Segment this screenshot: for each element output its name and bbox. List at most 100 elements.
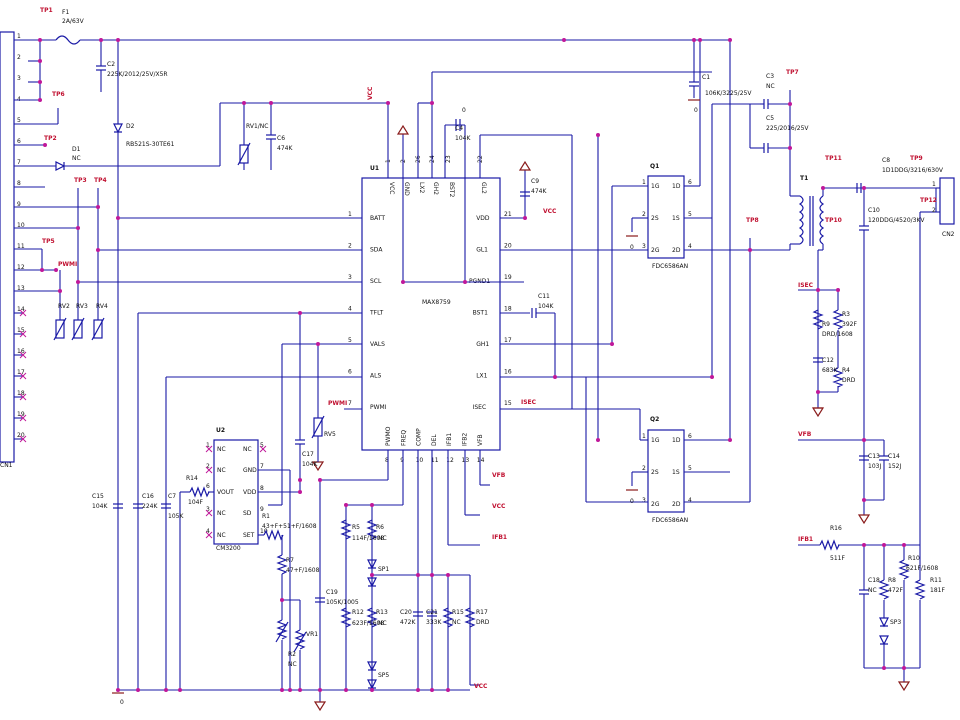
svg-text:RV2: RV2 — [58, 303, 70, 310]
svg-text:623F/1608: 623F/1608 — [352, 620, 384, 627]
junction-dot — [710, 375, 714, 379]
svg-text:TP10: TP10 — [825, 217, 842, 224]
mosfet-right-pin-number: 6 — [688, 433, 692, 440]
mosfet-left-pin-name: 1G — [651, 183, 660, 190]
u2-right-pin-name: VDD — [243, 489, 257, 496]
u1-bottom-pin-number: 14 — [477, 457, 485, 464]
junction-dot — [116, 216, 120, 220]
u1-right-pin-name: LX1 — [476, 373, 487, 380]
svg-text:NC: NC — [288, 661, 297, 668]
u1-right-wires — [402, 103, 760, 410]
u2-mid-pin-name: VOUT — [217, 489, 234, 496]
u1-right-pin-number: 19 — [504, 274, 512, 281]
mosfet-right-pin-name: 1S — [672, 469, 680, 476]
mosfet-left-pin-name: 2S — [651, 215, 659, 222]
u2-left-pin-name: NC — [217, 467, 226, 474]
mosfet-left-pin-number: 2 — [642, 211, 646, 218]
svg-text:R8: R8 — [888, 577, 896, 584]
svg-text:R3: R3 — [842, 311, 850, 318]
junction-dot — [882, 666, 886, 670]
junction-dot — [553, 375, 557, 379]
svg-text:NC: NC — [452, 619, 461, 626]
junction-dot — [430, 101, 434, 105]
svg-text:C9: C9 — [531, 178, 539, 185]
junction-dot — [370, 688, 374, 692]
u1-top-pin-name: BST2 — [448, 182, 455, 197]
junction-dot — [344, 503, 348, 507]
svg-text:RB521S-30TE61: RB521S-30TE61 — [126, 141, 175, 148]
isec-network — [798, 289, 844, 393]
svg-text:R2: R2 — [288, 651, 296, 658]
cn1-pin-number: 16 — [17, 348, 25, 355]
capacitors-c8-c10 — [856, 183, 940, 545]
mosfet-left-pin-name: 1G — [651, 437, 660, 444]
u1-right-pin-number: 18 — [504, 306, 512, 313]
mosfet-right-pin-name: 1D — [672, 183, 681, 190]
svg-text:114F/1608: 114F/1608 — [352, 535, 384, 542]
svg-text:C2: C2 — [107, 61, 115, 68]
u1-top-pin-number: 1 — [385, 159, 392, 163]
mosfet-left-pin-name: 2G — [651, 501, 660, 508]
u1-top-pin-number: 23 — [445, 155, 452, 163]
no-connect-mark — [19, 435, 27, 443]
svg-text:Q1: Q1 — [650, 163, 659, 170]
no-connect-mark — [19, 372, 27, 380]
capacitor-c2 — [96, 40, 106, 92]
vfb-network — [798, 439, 889, 501]
svg-text:C10: C10 — [868, 207, 880, 214]
no-connect-mark — [19, 351, 27, 359]
svg-text:472K: 472K — [400, 619, 416, 626]
svg-text:MAX8759: MAX8759 — [422, 299, 451, 306]
junction-dot — [816, 390, 820, 394]
svg-text:43+F+51+F/1608: 43+F+51+F/1608 — [262, 523, 317, 530]
svg-text:120DDG/4520/3KV: 120DDG/4520/3KV — [868, 217, 925, 224]
svg-text:CM3200: CM3200 — [216, 545, 241, 552]
mosfet-right-pin-name: 1S — [672, 215, 680, 222]
junction-dot — [40, 268, 44, 272]
junction-dot — [788, 102, 792, 106]
mosfet-right-pin-name: 1D — [672, 437, 681, 444]
junction-dot — [178, 688, 182, 692]
cn1-pin-number: 9 — [17, 201, 21, 208]
svg-text:104K: 104K — [302, 461, 318, 468]
junction-dot — [269, 101, 273, 105]
svg-text:ISEC: ISEC — [521, 399, 537, 406]
svg-text:0: 0 — [630, 244, 634, 251]
mosfet-left-pin-number: 1 — [642, 179, 646, 186]
junction-dot — [96, 248, 100, 252]
u1-bottom-pin-number: 10 — [416, 457, 424, 464]
junction-dot — [446, 573, 450, 577]
u1-top-pin-name: GND — [403, 182, 410, 196]
cn1-pin-number: 19 — [17, 411, 25, 418]
junction-dot — [280, 598, 284, 602]
svg-text:U2: U2 — [216, 427, 225, 434]
varistor-rv5 — [295, 415, 325, 480]
svg-text:C19: C19 — [326, 589, 338, 596]
mosfet-q2 — [647, 429, 685, 513]
svg-text:2: 2 — [932, 207, 936, 214]
svg-text:C6: C6 — [277, 135, 285, 142]
junction-dot — [318, 478, 322, 482]
mosfet-right-pin-number: 4 — [688, 243, 692, 250]
svg-text:C17: C17 — [302, 451, 314, 458]
svg-text:1: 1 — [932, 181, 936, 188]
svg-text:104K: 104K — [92, 503, 108, 510]
junction-dot — [318, 688, 322, 692]
junction-dot — [370, 573, 374, 577]
u1-bottom-pin-name: COMP — [416, 428, 423, 446]
junction-dot — [96, 205, 100, 209]
svg-text:1D1DDG/3216/630V: 1D1DDG/3216/630V — [882, 167, 944, 174]
svg-text:VCC: VCC — [474, 683, 488, 690]
ic-u1-pins: VCC1GND2LX226GH224BST223GL222BATT1SDA2SC… — [348, 155, 512, 464]
junction-dot — [416, 573, 420, 577]
svg-text:181F: 181F — [930, 587, 945, 594]
junction-dot — [43, 143, 47, 147]
mosfet-q1 — [647, 175, 685, 259]
svg-text:2A/63V: 2A/63V — [62, 18, 85, 25]
svg-text:FDC6586AN: FDC6586AN — [652, 517, 688, 524]
svg-text:R11: R11 — [930, 577, 942, 584]
junction-dot — [816, 288, 820, 292]
u1-right-pin-number: 21 — [504, 211, 512, 218]
